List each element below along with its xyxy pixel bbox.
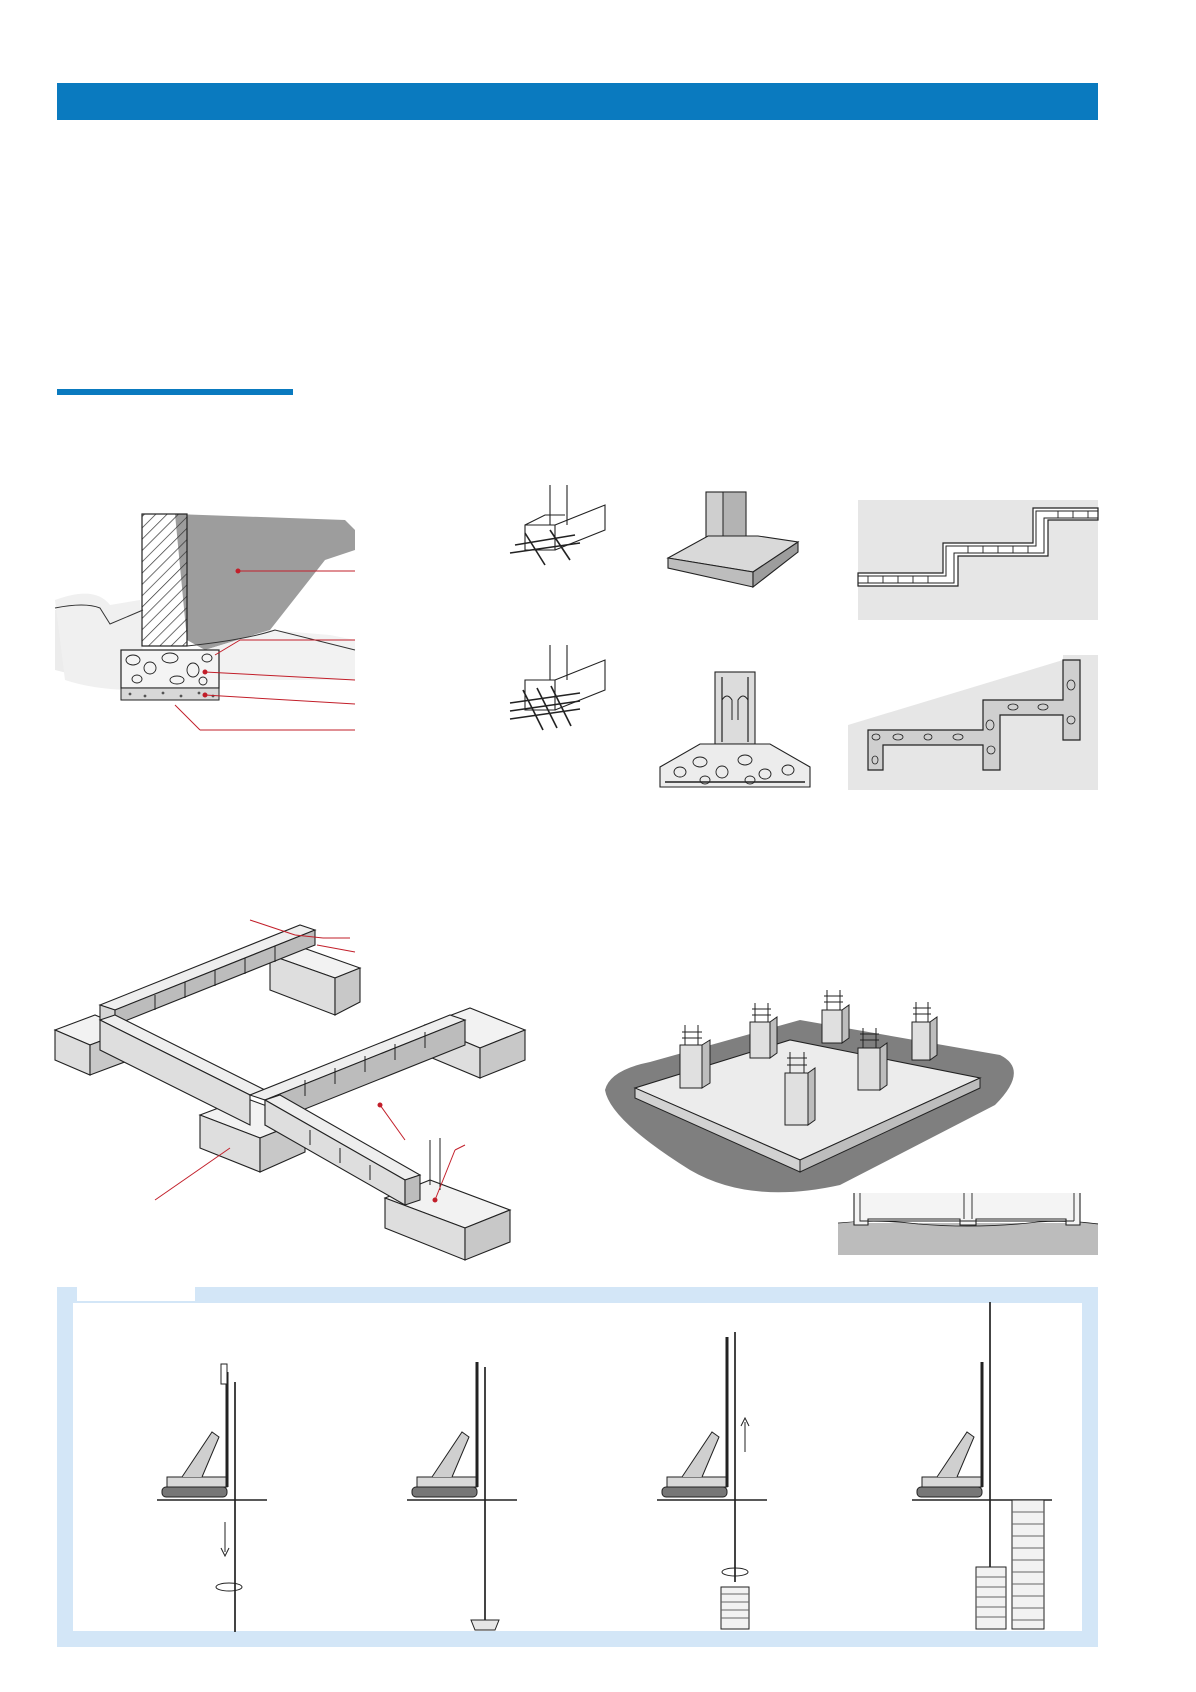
pile-cap-columns	[605, 990, 1014, 1193]
reinforcement-cage-single	[509, 485, 606, 566]
strip-footing-section	[54, 513, 356, 731]
raft-slab-section	[837, 1193, 1099, 1255]
reinforcement-cage-double	[509, 645, 606, 731]
stepped-foundation-reinforced	[857, 498, 1099, 620]
pile-rig-step-4	[912, 1302, 1052, 1630]
pile-rig-step-1	[157, 1363, 267, 1632]
header-bar	[57, 83, 1098, 120]
stepped-foundation-concrete	[848, 655, 1098, 790]
pad-footing-section	[659, 671, 811, 788]
bored-pile-panel	[57, 1287, 1098, 1647]
pile-rig-step-2	[407, 1362, 517, 1631]
ground-beam-grid	[53, 919, 527, 1261]
pile-rig-step-3	[657, 1332, 767, 1630]
section-rule	[57, 389, 293, 395]
pad-footing-iso	[666, 491, 800, 589]
